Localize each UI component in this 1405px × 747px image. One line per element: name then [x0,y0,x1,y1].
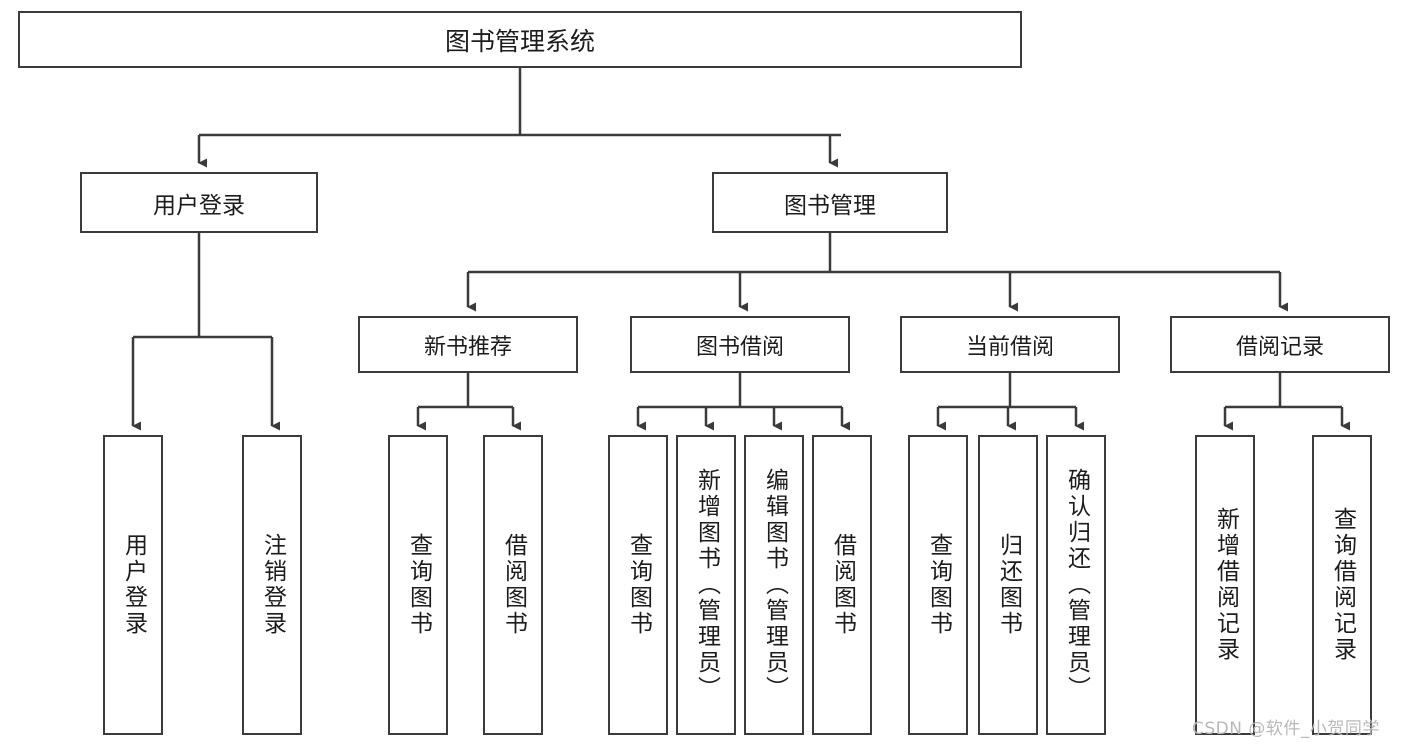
node-leaf-return-book[interactable]: 归还图书 [978,435,1038,735]
node-current-borrow[interactable]: 当前借阅 [900,316,1120,373]
node-new-book-recommend-label: 新书推荐 [423,334,512,360]
node-new-book-recommend[interactable]: 新书推荐 [358,316,578,373]
node-leaf-query-borrow-record[interactable]: 查询借阅记录 [1312,435,1372,735]
node-leaf-edit-book-admin-label: 编辑图书（管理员） [761,468,788,702]
node-leaf-borrow-book-2-label: 借阅图书 [829,533,856,637]
node-leaf-user-login-label: 用户登录 [120,533,147,637]
node-leaf-borrow-book-1-label: 借阅图书 [500,533,527,637]
node-leaf-add-book-admin-label: 新增图书（管理员） [693,468,720,702]
node-book-management[interactable]: 图书管理 [712,172,948,233]
node-leaf-confirm-return-admin-label: 确认归还（管理员） [1063,468,1090,702]
node-leaf-query-borrow-record-label: 查询借阅记录 [1329,507,1356,663]
csdn-watermark: CSDN @软件_小贺同学 [1192,719,1380,739]
node-leaf-query-book-1-label: 查询图书 [405,533,432,637]
node-leaf-query-book-1[interactable]: 查询图书 [388,435,448,735]
node-leaf-add-book-admin[interactable]: 新增图书（管理员） [676,435,736,735]
node-leaf-query-book-3-label: 查询图书 [925,533,952,637]
node-leaf-logout-login[interactable]: 注销登录 [242,435,302,735]
node-leaf-logout-login-label: 注销登录 [259,533,286,637]
node-current-borrow-label: 当前借阅 [965,334,1054,360]
node-leaf-add-borrow-record-label: 新增借阅记录 [1212,507,1239,663]
node-user-login-label: 用户登录 [153,192,245,219]
node-book-borrow-label: 图书借阅 [695,334,784,360]
node-leaf-edit-book-admin[interactable]: 编辑图书（管理员） [744,435,804,735]
node-leaf-borrow-book-1[interactable]: 借阅图书 [483,435,543,735]
node-leaf-user-login[interactable]: 用户登录 [103,435,163,735]
node-leaf-query-book-2-label: 查询图书 [625,533,652,637]
node-leaf-query-book-3[interactable]: 查询图书 [908,435,968,735]
node-root-label: 图书管理系统 [444,26,595,56]
node-leaf-return-book-label: 归还图书 [995,533,1022,637]
node-leaf-add-borrow-record[interactable]: 新增借阅记录 [1195,435,1255,735]
node-book-borrow[interactable]: 图书借阅 [630,316,850,373]
node-leaf-confirm-return-admin[interactable]: 确认归还（管理员） [1046,435,1106,735]
node-leaf-borrow-book-2[interactable]: 借阅图书 [812,435,872,735]
node-borrow-record[interactable]: 借阅记录 [1170,316,1390,373]
node-user-login[interactable]: 用户登录 [80,172,318,233]
node-borrow-record-label: 借阅记录 [1235,334,1324,360]
node-book-management-label: 图书管理 [784,192,876,219]
node-root[interactable]: 图书管理系统 [18,11,1022,68]
node-leaf-query-book-2[interactable]: 查询图书 [608,435,668,735]
